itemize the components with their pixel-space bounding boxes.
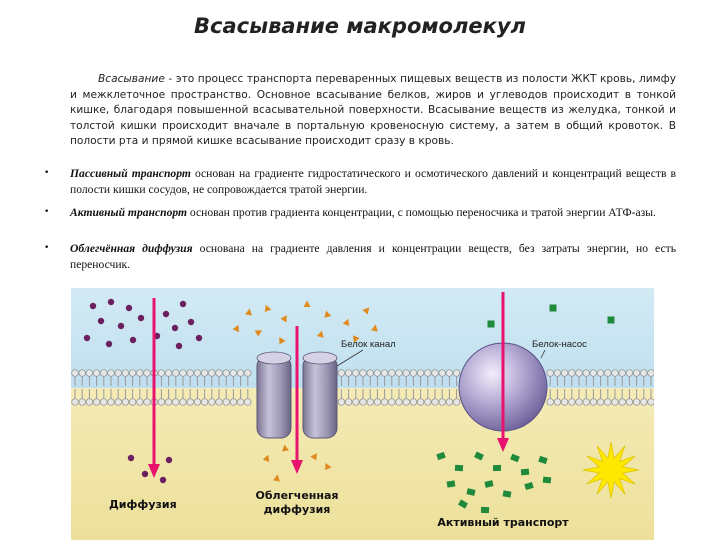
bullet-text: основан на градиенте гидростатического и…	[70, 167, 676, 196]
intro-text: - это процесс транспорта переваренных пи…	[70, 73, 676, 148]
label-pump: Белок-насос	[532, 339, 587, 350]
label-facilitated-2: диффузия	[264, 503, 331, 516]
bullet-dot: •	[44, 168, 50, 178]
label-diffusion: Диффузия	[109, 498, 177, 511]
label-active: Активный транспорт	[437, 516, 569, 529]
bullet-term: Облегчённая диффузия	[70, 242, 193, 255]
bullet-term: Пассивный транспорт	[70, 167, 191, 180]
bullet-term: Активный транспорт	[70, 206, 188, 219]
page-title: Всасывание макромолекул	[194, 14, 526, 38]
intro-paragraph: Всасывание - это процесс транспорта пере…	[70, 72, 676, 150]
bullet-dot: •	[44, 243, 50, 253]
intro-term: Всасывание	[98, 73, 165, 85]
bullet-passive: • Пассивный транспорт основан на градиент…	[44, 166, 676, 197]
atp-burst	[582, 441, 640, 499]
bullet-facilitated: • Облегчённая диффузия основана на градие…	[44, 241, 676, 272]
membrane-transport-diagram: Белок канал Белок-насос Диффузия Облегче…	[71, 288, 655, 540]
bullet-text: основана на градиенте давления и концент…	[70, 242, 676, 271]
bullet-dot: •	[44, 207, 50, 217]
arrows	[148, 292, 509, 478]
bullet-text: основан против градиента концентрации, с…	[187, 206, 656, 219]
bullet-active: • Активный транспорт основан против гради…	[44, 205, 676, 221]
label-channel: Белок канал	[341, 339, 396, 350]
lower-compartment	[71, 388, 654, 540]
diagram-svg: Белок канал Белок-насос Диффузия Облегче…	[71, 288, 655, 540]
channel-protein	[256, 351, 338, 439]
label-facilitated-1: Облегченная	[256, 489, 339, 502]
leader-lines	[336, 349, 546, 367]
